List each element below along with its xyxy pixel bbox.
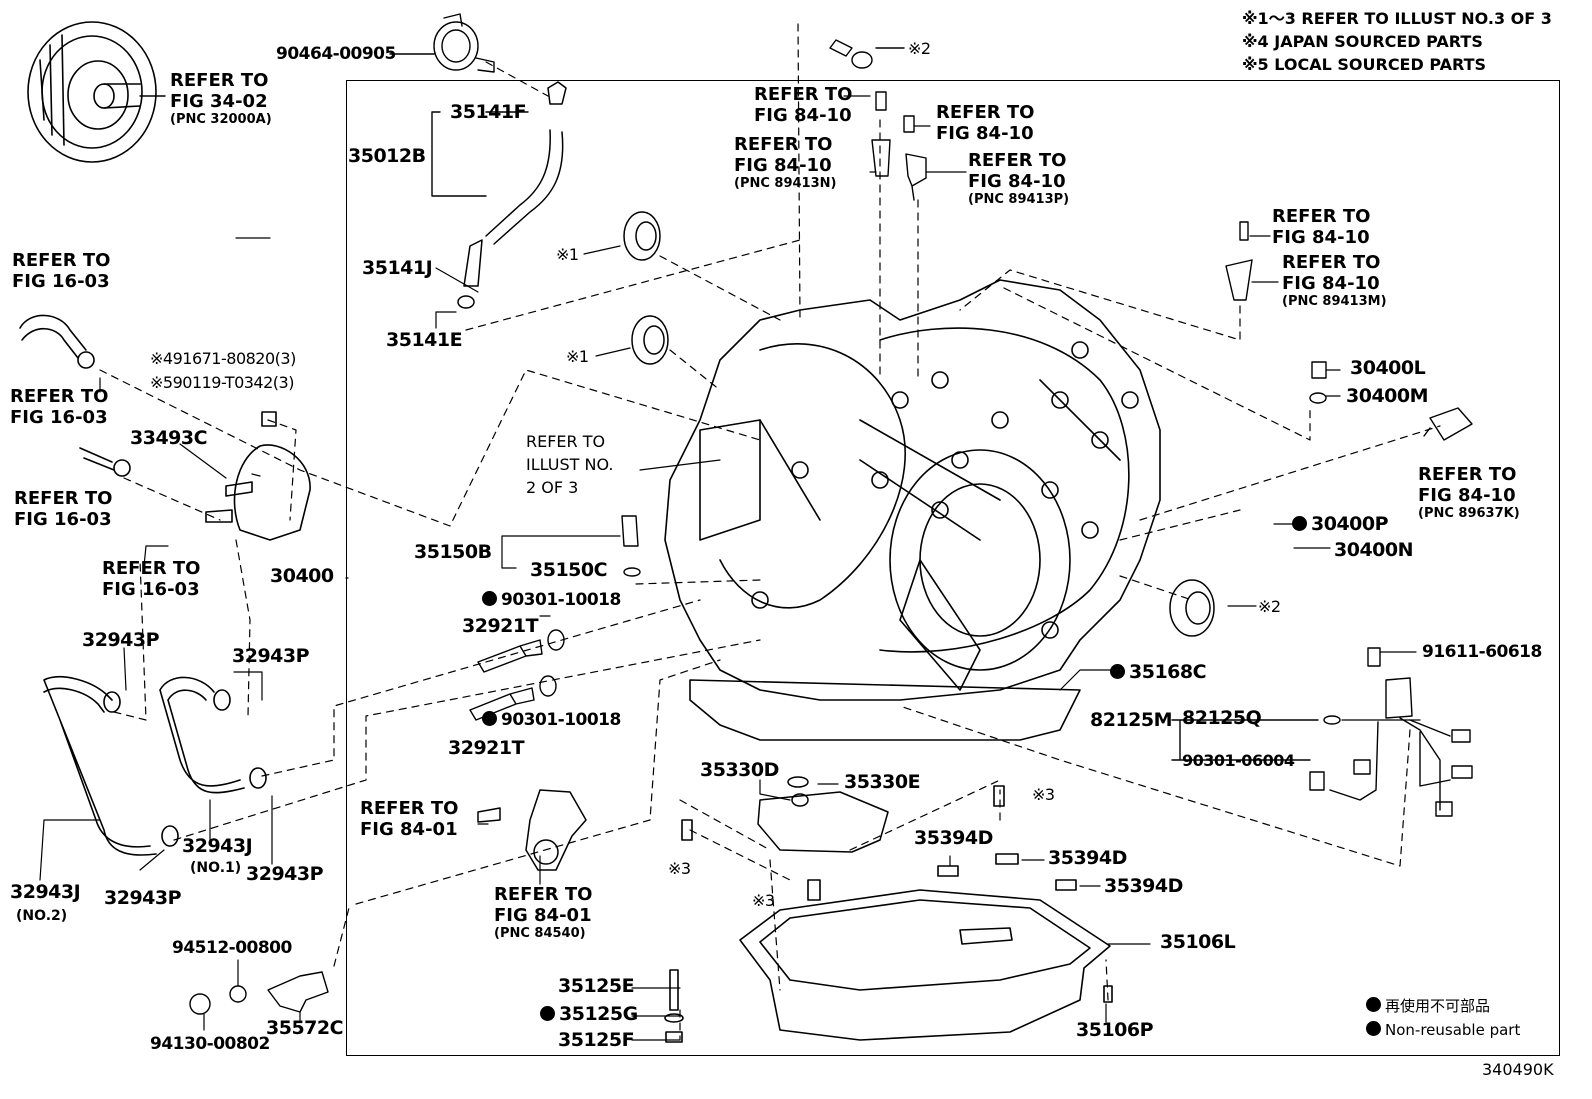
part-35330D[interactable]: 35330D [700, 759, 779, 781]
part-32943J-no1[interactable]: 32943J [182, 835, 253, 857]
cooler-hose-drawing [19, 314, 311, 856]
part-30400N[interactable]: 30400N [1334, 539, 1414, 561]
oil-pan-drawing [664, 785, 1113, 1043]
part-32921T-b[interactable]: 32921T [448, 737, 525, 759]
part-35168C[interactable]: 35168C [1110, 662, 1207, 683]
part-32943J-no1-note: (NO.1) [190, 860, 242, 876]
legend-en: Non-reusable part [1366, 1020, 1520, 1040]
oil-strainer-drawing [757, 776, 889, 853]
mark-2-top: ※2 [908, 39, 931, 58]
part-30400L[interactable]: 30400L [1350, 357, 1426, 379]
part-35125F[interactable]: 35125F [558, 1029, 635, 1051]
part-35106P[interactable]: 35106P [1076, 1019, 1154, 1041]
part-33493C[interactable]: 33493C [130, 427, 208, 449]
part-35150C[interactable]: 35150C [530, 559, 608, 581]
part-35150B[interactable]: 35150B [414, 541, 492, 563]
part-30400P[interactable]: 30400P [1292, 514, 1389, 535]
part-32943P-a[interactable]: 32943P [82, 629, 160, 651]
figure-id: 340490K [1482, 1060, 1554, 1079]
part-32943P-b[interactable]: 32943P [232, 645, 310, 667]
leaders [39, 95, 1421, 1041]
part-35394D-b[interactable]: 35394D [1048, 847, 1127, 869]
part-91611-60618[interactable]: 91611-60618 [1422, 642, 1542, 662]
clamp-drawing [433, 13, 495, 73]
part-32943P-c[interactable]: 32943P [246, 863, 324, 885]
part-90464-00905[interactable]: 90464-00905 [276, 44, 396, 64]
breather-hose-drawing [457, 81, 567, 309]
part-35572C[interactable]: 35572C [266, 1017, 344, 1039]
mark-3-b: ※3 [668, 859, 691, 878]
legend-jp: 再使用不可部品 [1366, 996, 1490, 1016]
part-491671-80820[interactable]: ※491671-80820(3) [150, 349, 296, 368]
part-90301-10018-b[interactable]: 90301-10018 [482, 710, 621, 731]
part-30400[interactable]: 30400 [270, 565, 334, 587]
mark-2-right: ※2 [1258, 597, 1281, 616]
mark-3-a: ※3 [1032, 785, 1055, 804]
part-35394D-c[interactable]: 35394D [1104, 875, 1183, 897]
note-line-2: ※4 JAPAN SOURCED PARTS [1242, 32, 1483, 51]
part-90301-06004[interactable]: 90301-06004 [1182, 751, 1295, 770]
nut-drawing [189, 971, 329, 1015]
diagram-frame [346, 80, 1560, 1056]
part-35141F[interactable]: 35141F [450, 101, 527, 123]
mark-3-c: ※3 [752, 891, 775, 910]
mark-1-a: ※1 [556, 245, 579, 264]
part-94512-00800[interactable]: 94512-00800 [172, 938, 292, 958]
torque-converter-drawing [27, 21, 157, 163]
part-82125M[interactable]: 82125M [1090, 709, 1173, 731]
part-32921T-a[interactable]: 32921T [462, 615, 539, 637]
part-35141E[interactable]: 35141E [386, 329, 463, 351]
bolt-drawing [829, 39, 873, 69]
part-30400M[interactable]: 30400M [1346, 385, 1429, 407]
note-line-3: ※5 LOCAL SOURCED PARTS [1242, 55, 1487, 74]
union-bolt-drawing [469, 515, 641, 721]
dashed-leaders [99, 23, 1441, 1041]
part-590119-T0342[interactable]: ※590119-T0342(3) [150, 373, 294, 392]
part-35106L[interactable]: 35106L [1160, 931, 1236, 953]
note-line-1: ※1～3 REFER TO ILLUST NO.3 OF 3 [1242, 9, 1552, 28]
part-35125G[interactable]: 35125G [540, 1004, 638, 1025]
part-35394D-a[interactable]: 35394D [914, 827, 993, 849]
mark-1-b: ※1 [566, 347, 589, 366]
part-35125E[interactable]: 35125E [558, 975, 635, 997]
oil-seal-drawing [623, 211, 1215, 637]
part-35330E[interactable]: 35330E [844, 771, 921, 793]
part-94130-00802[interactable]: 94130-00802 [150, 1034, 270, 1054]
part-32943J-no2-note: (NO.2) [16, 908, 68, 924]
wire-harness-drawing [1309, 647, 1473, 817]
part-90301-10018-a[interactable]: 90301-10018 [482, 590, 621, 611]
part-82125Q[interactable]: 82125Q [1182, 707, 1262, 729]
part-35141J[interactable]: 35141J [362, 257, 433, 279]
part-35012B[interactable]: 35012B [348, 145, 426, 167]
part-32943P-d[interactable]: 32943P [104, 887, 182, 909]
part-32943J-no2[interactable]: 32943J [10, 881, 81, 903]
neutral-start-switch-drawing [477, 789, 587, 871]
